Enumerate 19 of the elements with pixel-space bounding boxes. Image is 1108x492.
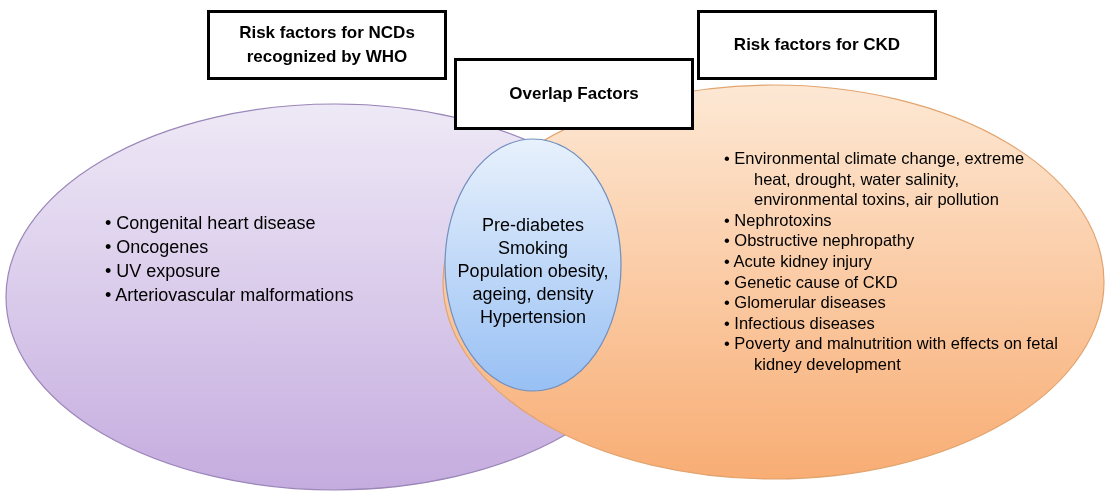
bullet-item: • Congenital heart disease: [105, 212, 317, 235]
factor-text: Hypertension: [478, 306, 588, 329]
bullet-item: • Oncogenes: [105, 236, 210, 259]
bullet-item: • Acute kidney injury: [724, 250, 873, 272]
heading-box: Overlap Factors: [454, 58, 694, 130]
bullet-item: • Infectious diseases: [724, 312, 876, 334]
bullet-item: • Environmental climate change, extreme heat, drought, water salinity, environmental toxins, air pollution: [724, 148, 1026, 210]
factor-text: Smoking: [497, 237, 569, 260]
bullet-item: • Poverty and malnutrition with effects on fetal kidney development: [724, 333, 1059, 375]
bullet-item: • Arteriovascular malformations: [105, 284, 355, 307]
bullet-item: • Nephrotoxins: [724, 209, 833, 231]
factor-text: Population obesity, ageing, density: [456, 260, 610, 306]
heading-box: Risk factors for NCDs recognized by WHO: [207, 10, 447, 80]
factor-text: Pre-diabetes: [480, 214, 586, 237]
bullet-item: • Obstructive nephropathy: [724, 230, 916, 251]
bullet-item: • Genetic cause of CKD: [724, 271, 899, 293]
heading-box: Risk factors for CKD: [697, 10, 937, 80]
bullet-item: • Glomerular diseases: [724, 292, 887, 313]
bullet-item: • UV exposure: [105, 260, 222, 283]
